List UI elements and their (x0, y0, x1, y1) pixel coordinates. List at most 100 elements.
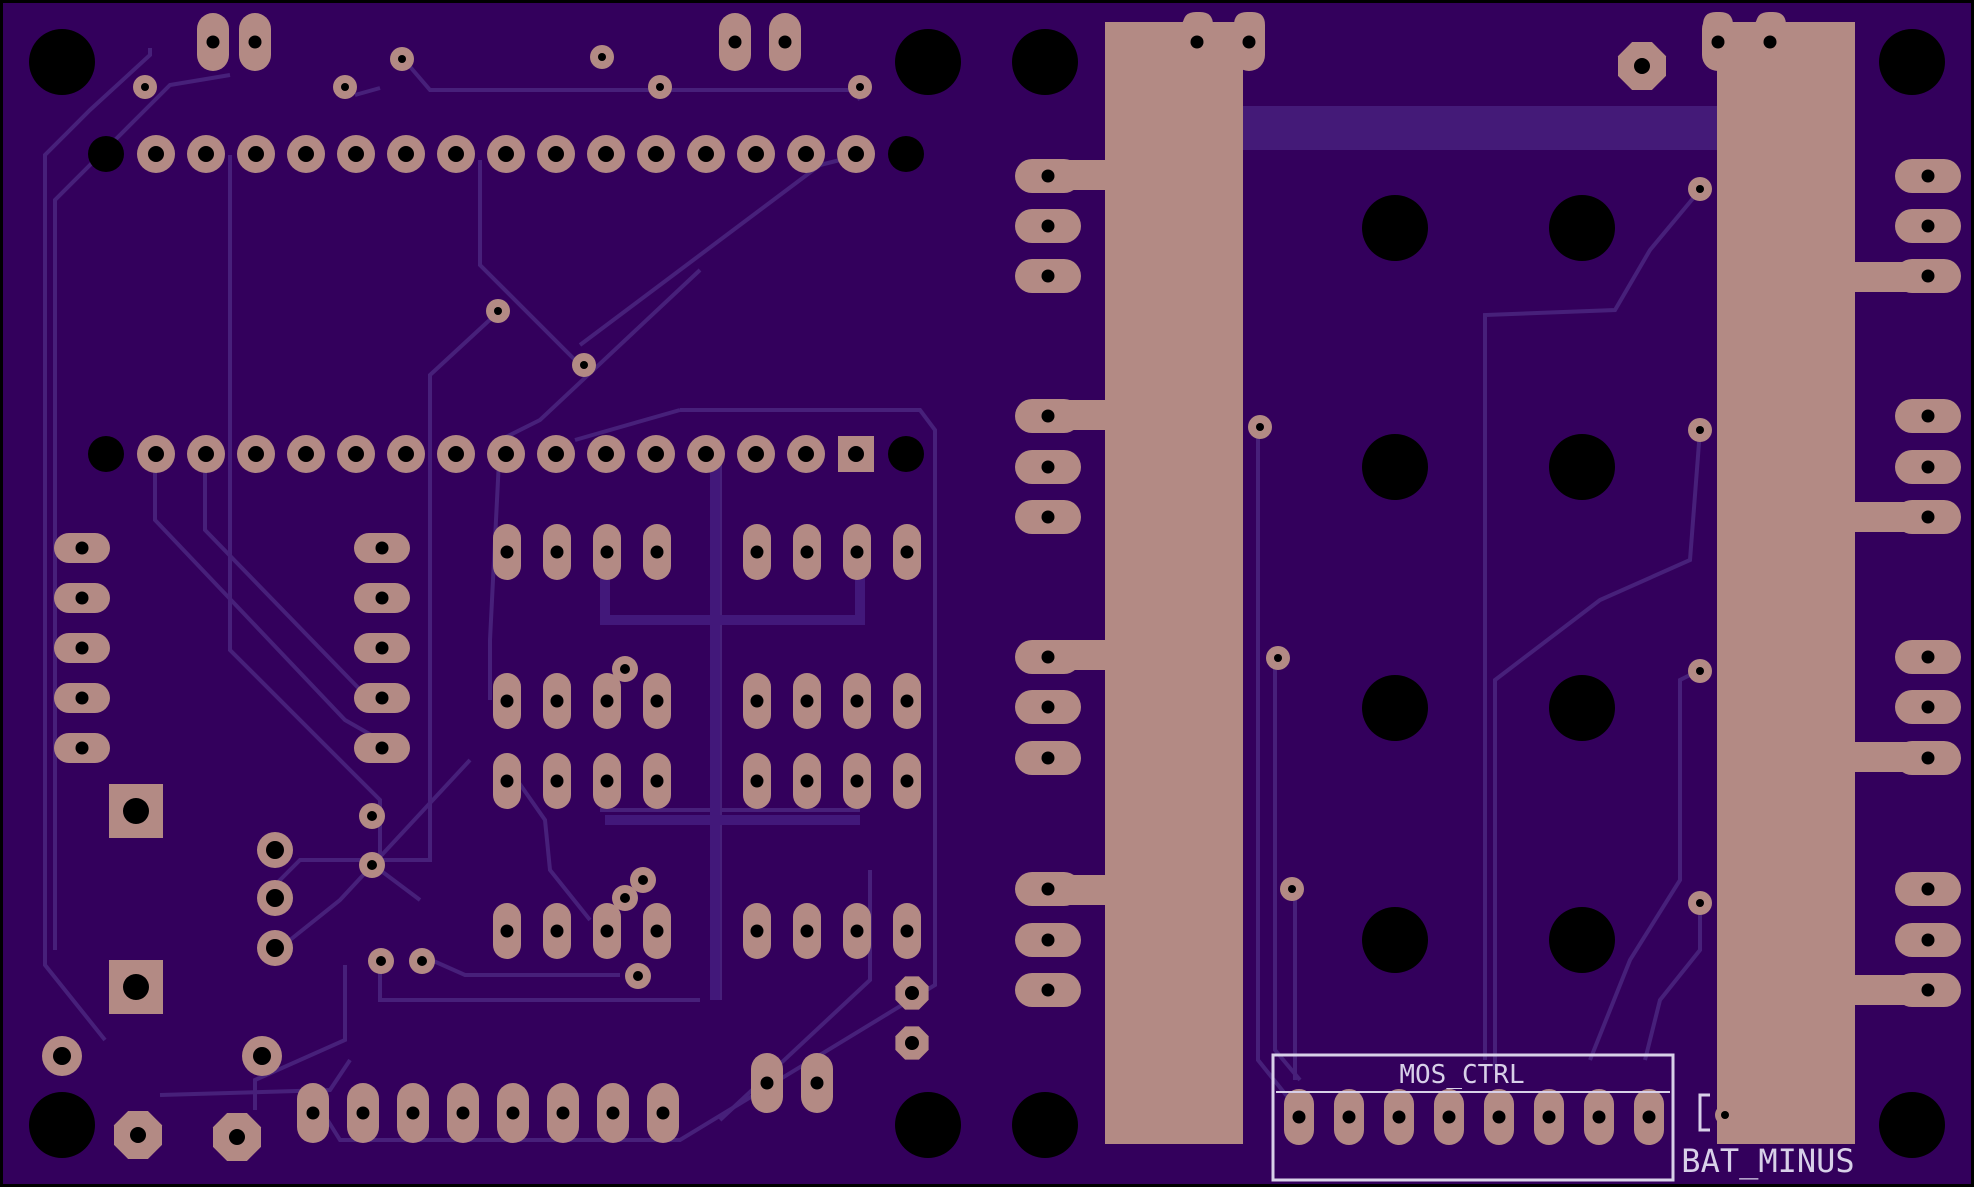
drill-hole (550, 545, 564, 559)
drill-hole (1921, 460, 1935, 474)
drill-hole (620, 664, 630, 674)
drill-hole (266, 889, 284, 907)
trace (354, 86, 381, 97)
mounting-hole (29, 29, 95, 95)
trace (1256, 430, 1292, 1102)
mounting-hole (1012, 1092, 1078, 1158)
drill-hole (1921, 409, 1935, 423)
drill-hole (856, 83, 864, 91)
trace (1588, 668, 1701, 1061)
header-end-hole (888, 136, 924, 172)
component-hole (1362, 195, 1428, 261)
mos-ctrl-outline (1271, 1053, 1675, 1182)
drill-hole (598, 53, 606, 61)
header-end-hole (88, 436, 124, 472)
drill-hole (1274, 654, 1282, 662)
drill-hole (905, 1036, 919, 1050)
drill-hole (600, 694, 614, 708)
trace (203, 460, 372, 702)
copper-strip-right (1717, 22, 1855, 1144)
drill-hole (810, 1076, 824, 1090)
drill-hole (1041, 409, 1055, 423)
silkscreen-layer: MOS_CTRL BAT_MINUS (1271, 1053, 1855, 1182)
drill-hole (1041, 269, 1055, 283)
drill-hole (417, 956, 427, 966)
drill-hole (1696, 185, 1704, 193)
drill-hole (698, 446, 714, 462)
drill-hole (500, 545, 514, 559)
drill-hole (800, 924, 814, 938)
drill-hole (1041, 650, 1055, 664)
trace (1483, 188, 1702, 1060)
drill-hole (248, 446, 264, 462)
drill-hole (850, 774, 864, 788)
drill-hole (1492, 1110, 1506, 1124)
component-hole (1549, 434, 1615, 500)
drill-hole (1041, 219, 1055, 233)
mounting-hole (1879, 29, 1945, 95)
drill-hole (1542, 1110, 1556, 1124)
drill-hole (598, 146, 614, 162)
trace (1493, 429, 1702, 1070)
drill-hole (648, 446, 664, 462)
trace (253, 965, 347, 1110)
drill-hole (798, 146, 814, 162)
drill-hole (406, 1106, 420, 1120)
drill-hole (698, 146, 714, 162)
drill-hole (1921, 650, 1935, 664)
power-bus-trace (1240, 106, 1720, 150)
drill-hole (398, 55, 406, 63)
drill-hole (75, 741, 89, 755)
drill-hole (1242, 35, 1256, 49)
drill-hole (580, 361, 588, 369)
drill-hole (1041, 169, 1055, 183)
drill-hole (1041, 933, 1055, 947)
mounting-hole (895, 1092, 961, 1158)
drill-hole (850, 924, 864, 938)
drill-hole (748, 446, 764, 462)
drill-hole (253, 1047, 271, 1065)
drill-hole (900, 694, 914, 708)
drill-hole (376, 956, 386, 966)
drill-hole (1392, 1110, 1406, 1124)
trace (268, 313, 497, 892)
drill-hole (1711, 35, 1725, 49)
drill-hole (656, 83, 664, 91)
drill-hole (1921, 219, 1935, 233)
drill-hole (248, 35, 262, 49)
trace (228, 155, 422, 902)
trace (159, 1058, 352, 1097)
drill-hole (1763, 35, 1777, 49)
header-end-hole (888, 436, 924, 472)
drill-hole (750, 924, 764, 938)
drill-hole (298, 146, 314, 162)
drill-hole (500, 924, 514, 938)
drill-hole (760, 1076, 774, 1090)
drill-hole (900, 924, 914, 938)
drill-hole (728, 35, 742, 49)
bat-minus-bracket (1698, 1093, 1710, 1132)
drill-hole (606, 1106, 620, 1120)
component-hole (1549, 195, 1615, 261)
drill-hole (650, 694, 664, 708)
drill-hole (650, 545, 664, 559)
trace (508, 768, 592, 922)
component-hole (1362, 675, 1428, 741)
drill-hole (506, 1106, 520, 1120)
drill-hole (778, 35, 792, 49)
drill-hole (638, 875, 648, 885)
trace (288, 758, 472, 942)
trace (43, 48, 152, 1042)
board-substrate (3, 3, 1971, 1184)
drill-hole (798, 446, 814, 462)
drill-hole (123, 974, 149, 1000)
drill-hole (1642, 1110, 1656, 1124)
drill-hole (456, 1106, 470, 1120)
drill-hole (550, 924, 564, 938)
copper-strip-left (1105, 22, 1243, 1144)
drill-hole (1696, 426, 1704, 434)
drill-hole (1696, 899, 1704, 907)
drill-hole (1041, 700, 1055, 714)
drill-hole (1041, 460, 1055, 474)
